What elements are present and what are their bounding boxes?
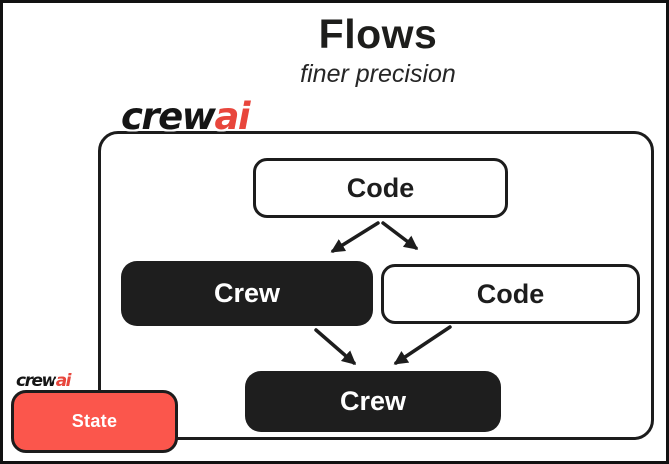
page-subtitle: finer precision [300, 60, 456, 88]
node-code-top: Code [253, 158, 508, 218]
state-box: State [11, 390, 178, 453]
node-label: Crew [213, 278, 281, 308]
crewai-logo: crewai [115, 97, 255, 137]
state-crewai-logo-ai: ai [55, 371, 72, 391]
node-label: Code [476, 278, 545, 309]
node-crew-left: Crew [121, 261, 373, 326]
flow-container [98, 131, 654, 440]
node-label: Crew [339, 386, 407, 416]
state-crewai-logo: crewai [16, 371, 72, 391]
node-label: Code [346, 172, 415, 203]
page-title: Flows [318, 11, 438, 57]
crewai-logo-ai: ai [214, 95, 250, 138]
state-crewai-logo-crew: crew [16, 371, 57, 391]
node-code-right: Code [381, 264, 640, 324]
crewai-logo-crew: crew [121, 95, 216, 138]
node-crew-bottom: Crew [245, 371, 501, 432]
state-label: State [71, 411, 118, 431]
